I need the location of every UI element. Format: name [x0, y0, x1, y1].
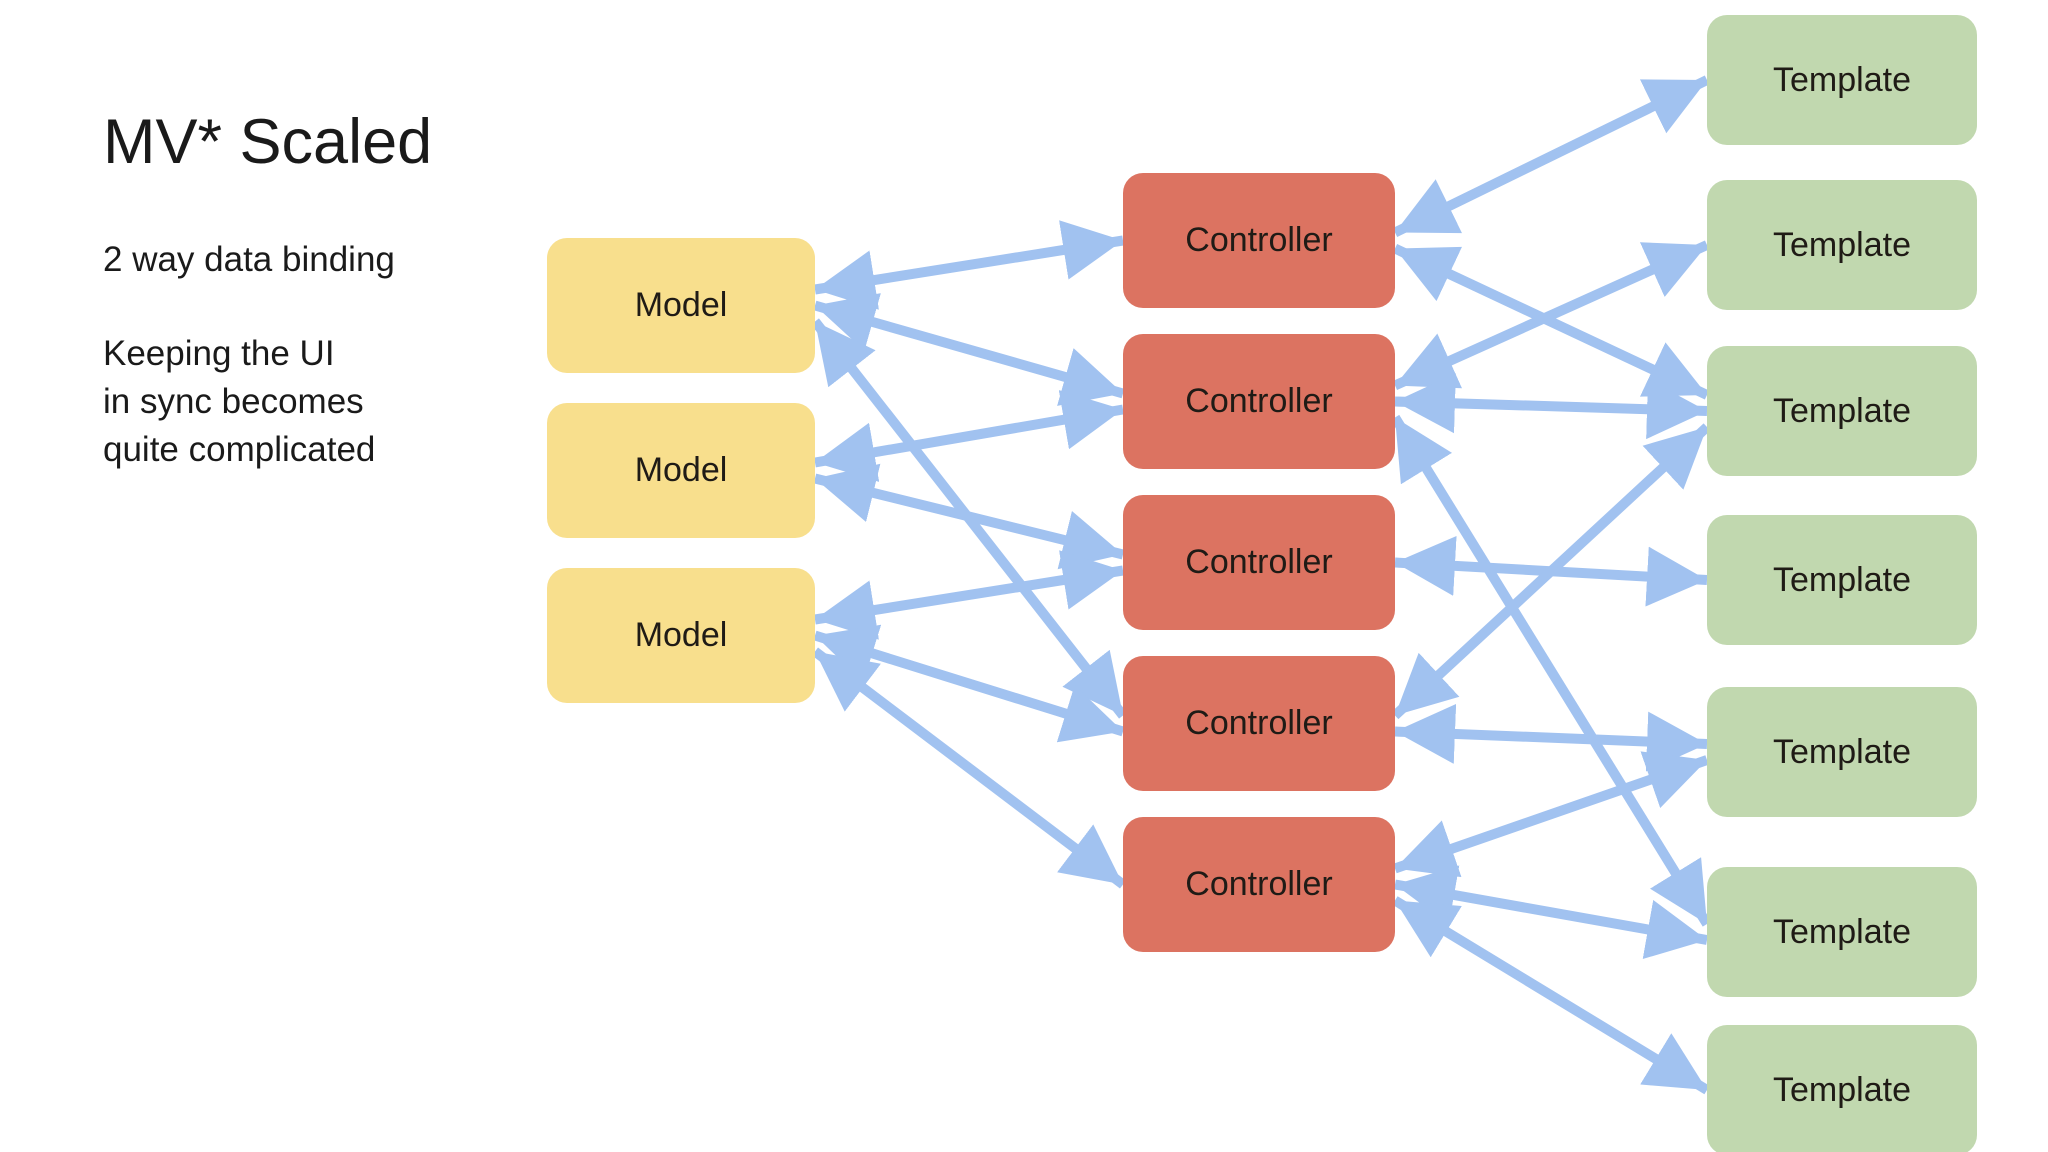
model-box-1: Model — [547, 238, 815, 373]
template-box-3: Template — [1707, 346, 1977, 476]
arrow-M1-C1 — [814, 220, 1124, 310]
template-box-5: Template — [1707, 687, 1977, 817]
arrow-C5-T7 — [1392, 896, 1710, 1095]
template-box-7: Template — [1707, 1025, 1977, 1152]
body-line-1: Keeping the UI — [103, 334, 335, 373]
template-box-4: Template — [1707, 515, 1977, 645]
arrow-M2-C3 — [813, 463, 1125, 570]
model-label: Model — [634, 451, 728, 489]
body-line-2: in sync becomes — [103, 382, 364, 421]
template-label: Template — [1773, 560, 1911, 599]
arrow-M2-C2 — [814, 390, 1124, 482]
template-label: Template — [1773, 391, 1911, 430]
template-box-6: Template — [1707, 867, 1977, 997]
controller-box-1: Controller — [1123, 173, 1395, 308]
controller-label: Controller — [1185, 382, 1333, 420]
model-label: Model — [634, 286, 728, 324]
model-box-3: Model — [547, 568, 815, 703]
arrow-C5-T5 — [1393, 751, 1709, 878]
controller-box-3: Controller — [1123, 495, 1395, 630]
controller-box-4: Controller — [1123, 656, 1395, 791]
body-text: Keeping the UI in sync becomes quite com… — [103, 330, 375, 474]
body-line-3: quite complicated — [103, 430, 376, 469]
arrow-C1-T1 — [1392, 75, 1710, 237]
arrow-M3-C5 — [811, 647, 1127, 889]
arrow-C4-T3 — [1391, 423, 1711, 720]
controller-box-2: Controller — [1123, 334, 1395, 469]
model-label: Model — [634, 616, 728, 654]
arrow-C2-T2 — [1392, 240, 1710, 391]
template-label: Template — [1773, 912, 1911, 951]
arrow-C2-T3 — [1394, 373, 1708, 440]
template-box-2: Template — [1707, 180, 1977, 310]
subtitle-two-way-binding: 2 way data binding — [103, 240, 395, 279]
controller-label: Controller — [1185, 543, 1333, 581]
controller-label: Controller — [1185, 865, 1333, 903]
template-box-1: Template — [1707, 15, 1977, 145]
controller-box-5: Controller — [1123, 817, 1395, 952]
template-label: Template — [1773, 1070, 1911, 1109]
arrow-C4-T5 — [1394, 703, 1708, 772]
template-label: Template — [1773, 732, 1911, 771]
slide-title: MV* Scaled — [103, 107, 433, 177]
controller-label: Controller — [1185, 704, 1333, 742]
model-box-2: Model — [547, 403, 815, 538]
template-label: Template — [1773, 225, 1911, 264]
template-label: Template — [1773, 60, 1911, 99]
arrow-M3-C3 — [814, 550, 1124, 640]
controller-label: Controller — [1185, 221, 1333, 259]
